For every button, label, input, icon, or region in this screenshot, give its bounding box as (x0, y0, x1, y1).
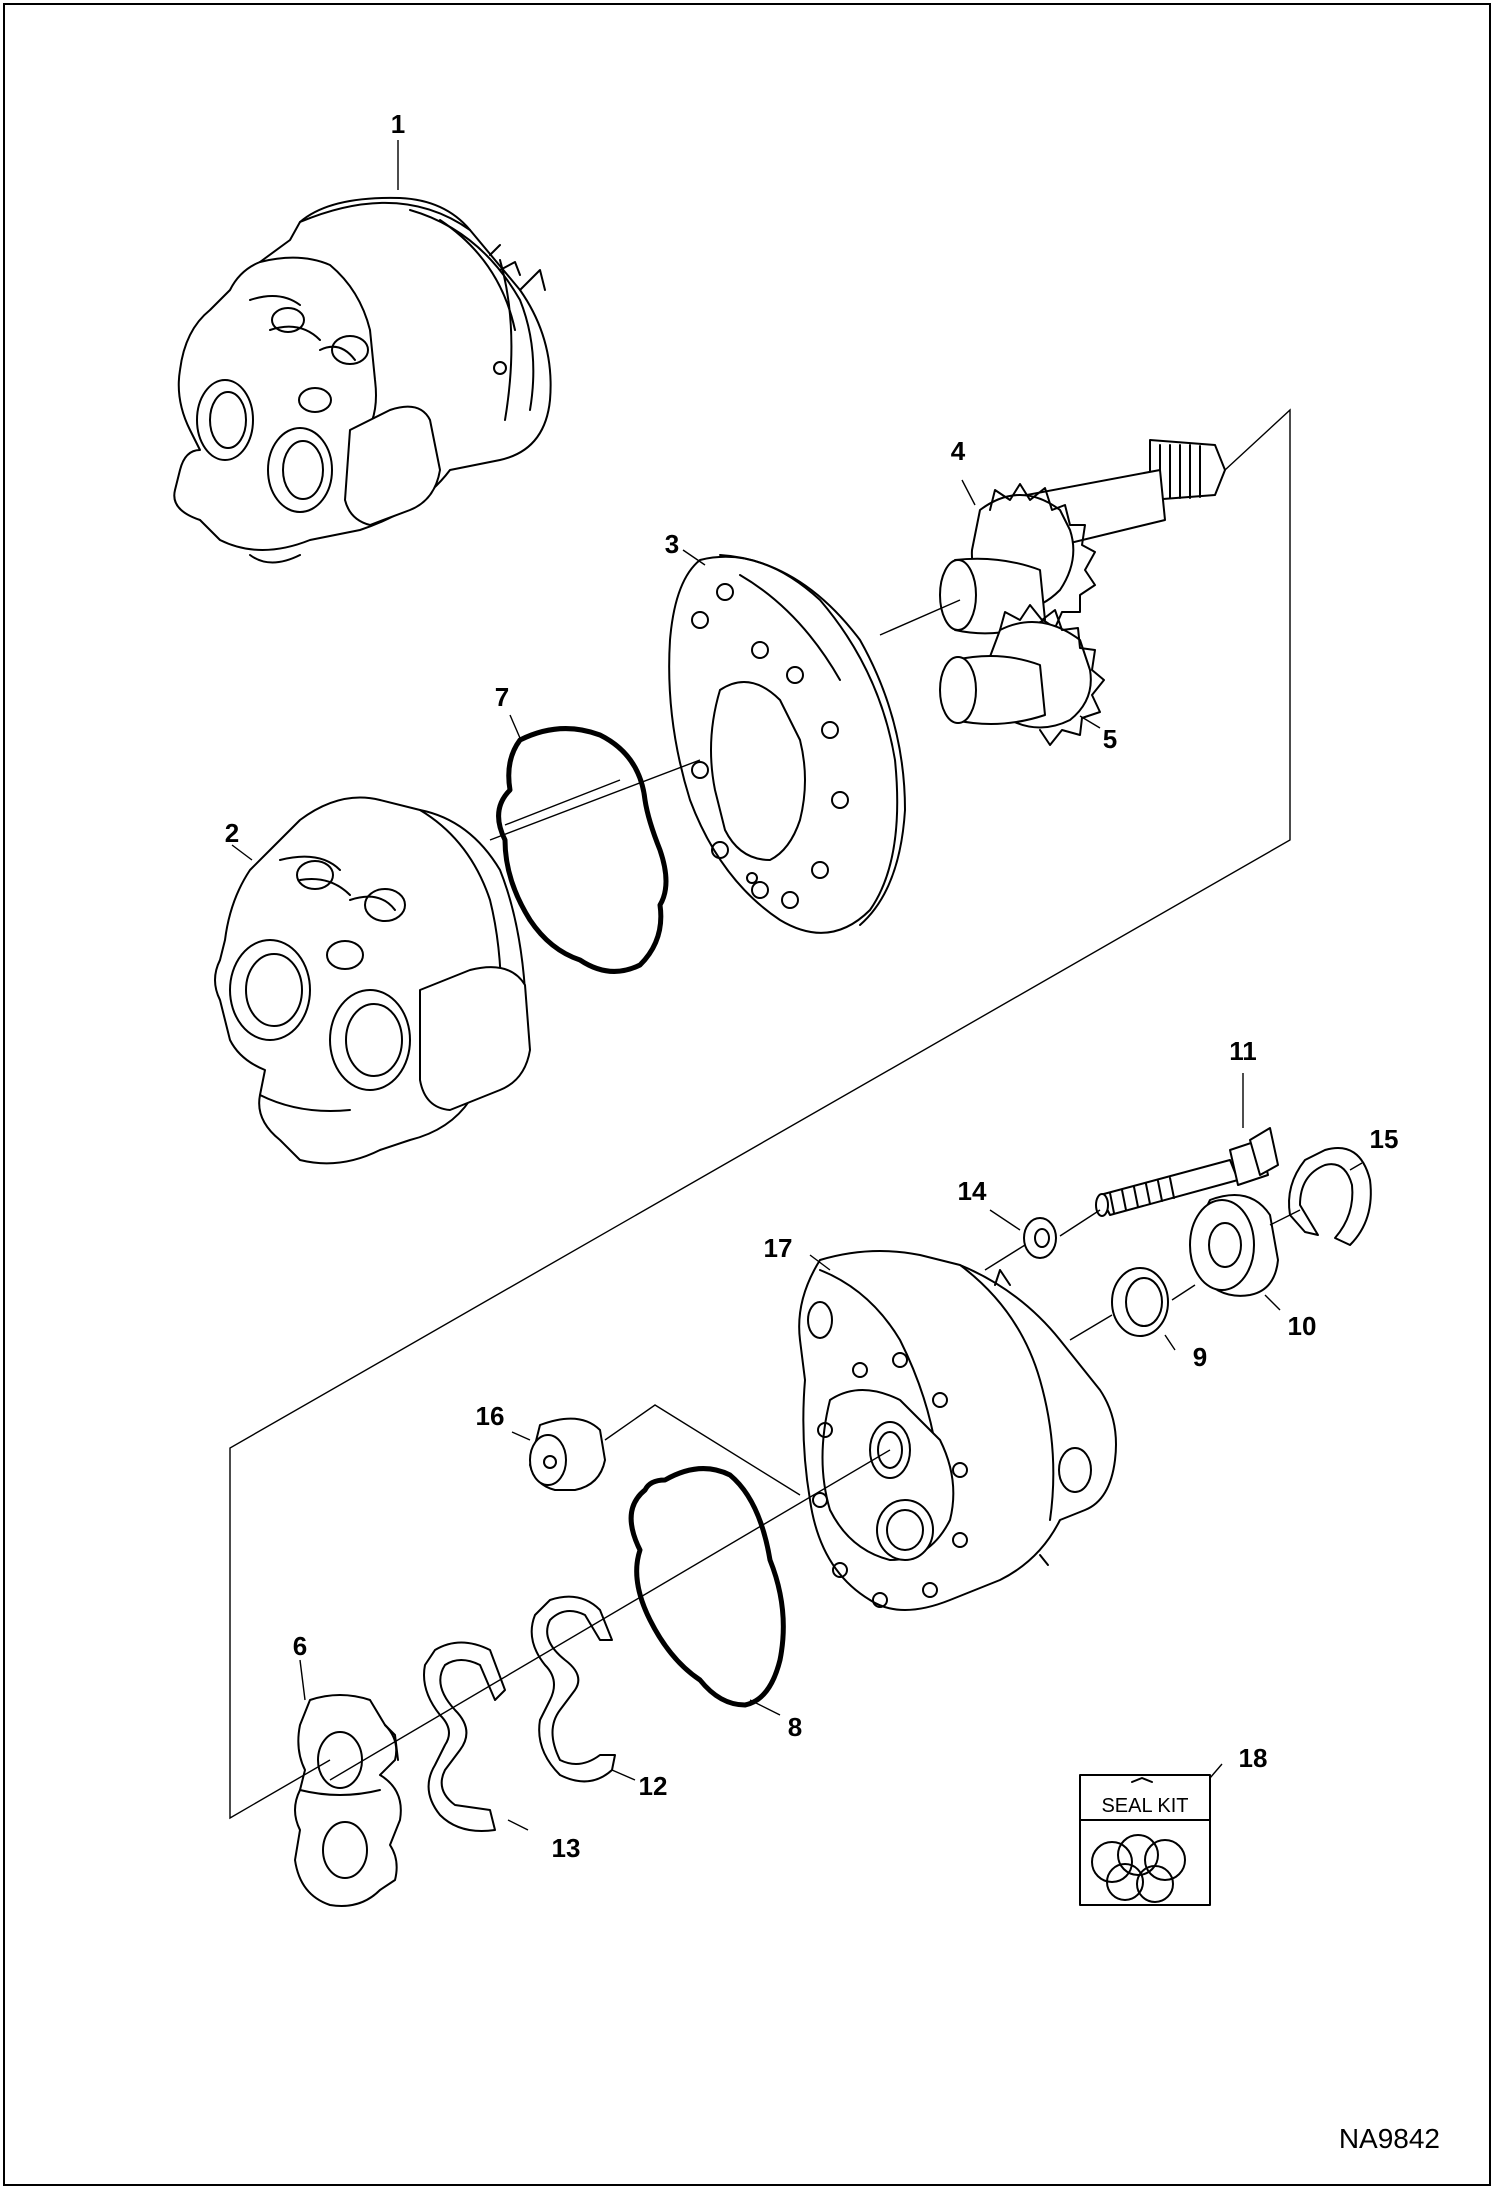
callout-17: 17 (764, 1233, 793, 1263)
callout-numbers: 1 2 3 4 5 6 7 8 9 10 11 12 13 14 15 16 1… (225, 109, 1399, 1863)
seal-kit-box (1079, 1774, 1211, 1906)
part-17-front-cover (798, 1250, 1117, 1611)
part-9-washer (1111, 1267, 1169, 1337)
callout-4: 4 (951, 436, 966, 466)
part-14-washer (1023, 1217, 1057, 1259)
callout-15: 15 (1370, 1124, 1399, 1154)
callout-16: 16 (476, 1401, 505, 1431)
part-4-drive-gear (939, 439, 1226, 635)
seal-kit-title: SEAL KIT (1101, 1795, 1188, 1817)
callout-1: 1 (391, 109, 405, 139)
drawing-id: NA9842 (1339, 2123, 1440, 2154)
part-11-bolt (1095, 1127, 1279, 1217)
part-13-backup-ring (423, 1641, 506, 1832)
leader-lines (231, 140, 1363, 1831)
part-12-backup-ring (530, 1595, 616, 1783)
callout-13: 13 (552, 1833, 581, 1863)
callout-14: 14 (958, 1176, 987, 1206)
callout-10: 10 (1288, 1311, 1317, 1341)
assembly-axis-lines (229, 408, 1301, 1820)
callout-5: 5 (1103, 724, 1117, 754)
part-3-gear-plate (668, 554, 906, 934)
part-1-pump-assembly (173, 196, 552, 564)
callout-7: 7 (495, 682, 509, 712)
part-10-shaft-seal (1189, 1194, 1279, 1297)
part-6-wear-plate (294, 1694, 402, 1907)
part-8-o-ring (628, 1466, 786, 1708)
diagram-border (3, 3, 1491, 2186)
callout-2: 2 (225, 818, 239, 848)
callout-3: 3 (665, 529, 679, 559)
callout-11: 11 (1229, 1036, 1257, 1066)
part-7-o-ring (496, 726, 669, 974)
callout-9: 9 (1193, 1342, 1207, 1372)
part-5-driven-gear (939, 604, 1105, 746)
part-15-retaining-ring (1288, 1147, 1372, 1246)
part-16-plug (529, 1417, 606, 1491)
part-2-housing (214, 796, 531, 1165)
callout-8: 8 (788, 1712, 802, 1742)
callout-18: 18 (1239, 1743, 1268, 1773)
callout-12: 12 (639, 1771, 668, 1801)
callout-6: 6 (293, 1631, 307, 1661)
